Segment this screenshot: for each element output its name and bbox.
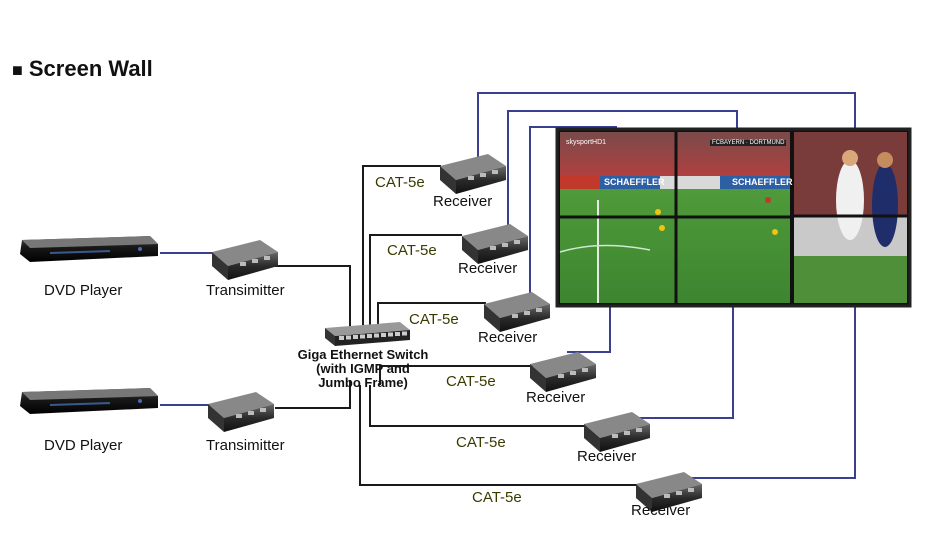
- page-title: ■Screen Wall: [12, 56, 153, 82]
- receiver-label: Receiver: [478, 329, 538, 346]
- dvd-player-icon: [20, 388, 158, 414]
- cat5e-cable: [275, 265, 351, 330]
- cat5e-cable: [369, 385, 585, 427]
- receiver-icon: [636, 472, 702, 512]
- cat5e-cables: [275, 165, 637, 486]
- receiver-label: Receiver: [526, 389, 586, 406]
- cat5e-cable: [362, 165, 441, 330]
- scoreboard: FCBAYERN · DORTMUND: [710, 140, 787, 146]
- receiver-label: Receiver: [433, 193, 493, 210]
- switch-label-line: (with IGMP and: [316, 361, 410, 376]
- cable-label: CAT-5e: [446, 373, 496, 390]
- cable-label: CAT-5e: [387, 242, 437, 259]
- square-bullet-icon: ■: [12, 60, 23, 80]
- transmitter-icon: [208, 392, 274, 432]
- cat5e-cable: [275, 380, 351, 409]
- hdmi-cable: [477, 92, 856, 160]
- hdmi-cable: [620, 305, 734, 419]
- transmitter-icon: [212, 240, 278, 280]
- sponsor-board: SCHAEFFLER: [604, 177, 665, 187]
- dvd-player-icon: [20, 236, 158, 262]
- receiver-label: Receiver: [577, 448, 637, 465]
- cat5e-cable: [377, 302, 486, 330]
- receiver-icon: [484, 292, 550, 332]
- receiver-label: Receiver: [458, 260, 518, 277]
- hdmi-cable: [673, 305, 856, 479]
- hdmi-cables: [160, 252, 212, 406]
- cat5e-cable: [369, 234, 462, 330]
- cable-label: CAT-5e: [409, 311, 459, 328]
- switch-label-line: Jumbo Frame): [318, 375, 408, 390]
- cat5e-cable: [379, 365, 533, 385]
- cable-label: CAT-5e: [472, 489, 522, 506]
- transmitter-label: Transimitter: [206, 437, 285, 454]
- receiver-label: Receiver: [631, 502, 691, 519]
- receiver-icon: [584, 412, 650, 452]
- receiver-icon: [462, 224, 528, 264]
- switch-label: Giga Ethernet Switch (with IGMP and Jumb…: [288, 348, 438, 390]
- hdmi-cable: [567, 305, 611, 353]
- channel-logo: skysportHD1: [566, 139, 607, 146]
- dvd-player-label: DVD Player: [44, 437, 123, 454]
- dvd-player-label: DVD Player: [44, 282, 123, 299]
- sponsor-board: SCHAEFFLER: [732, 177, 793, 187]
- switch-label-line: Giga Ethernet Switch: [297, 347, 429, 362]
- page-title-text: Screen Wall: [28, 56, 153, 81]
- cat5e-cable: [359, 385, 637, 486]
- transmitter-label: Transimitter: [206, 282, 285, 299]
- cable-label: CAT-5e: [456, 434, 506, 451]
- receiver-icon: [530, 352, 596, 392]
- receiver-icon: [440, 154, 506, 194]
- video-wall: [555, 127, 912, 308]
- cable-label: CAT-5e: [375, 174, 425, 191]
- ethernet-switch-icon: [325, 322, 410, 346]
